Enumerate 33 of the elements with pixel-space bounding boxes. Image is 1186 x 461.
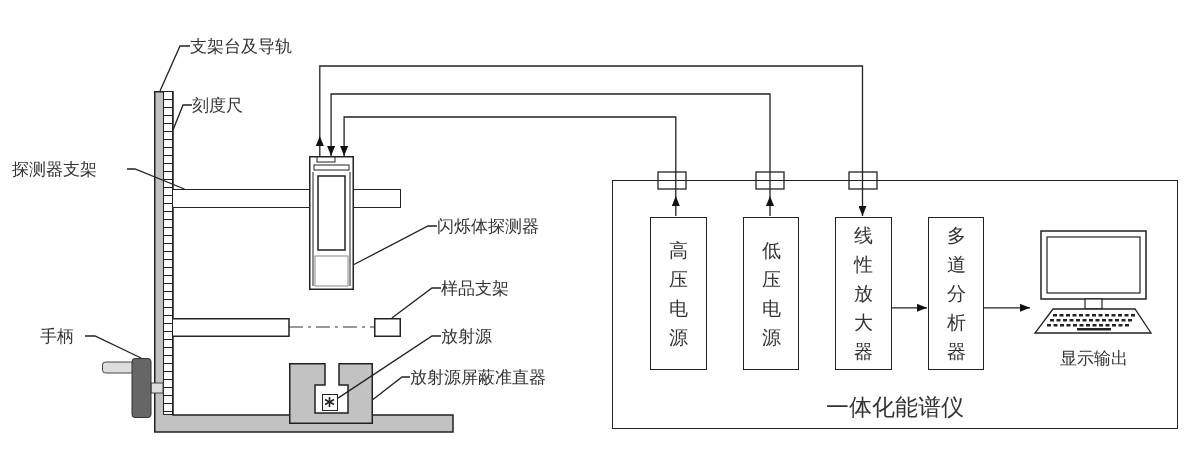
leader-line (84, 335, 142, 359)
module-box: 低压电源 (743, 217, 799, 370)
instrument-frame (612, 180, 1178, 429)
cable-arrow (327, 93, 774, 217)
leader-line (172, 104, 193, 131)
arrow (982, 303, 1031, 312)
output-label: 显示输出 (1059, 347, 1128, 370)
handle-drawing (102, 358, 163, 418)
part-label: 闪烁体探测器 (437, 214, 552, 238)
part-label: 放射源 (441, 324, 501, 348)
module-box: 线性放大器 (835, 217, 892, 370)
part-label: 刻度尺 (192, 93, 252, 117)
part-label: 支架台及导轨 (190, 34, 300, 58)
sample-holder-drawing (173, 318, 401, 337)
part-label: 放射源屏蔽准直器 (410, 365, 560, 389)
radiation-source (322, 394, 338, 411)
leader-line (391, 287, 442, 319)
scale-ruler (163, 91, 173, 415)
arrow (890, 303, 928, 312)
part-label: 探测器支架 (12, 157, 127, 181)
module-box: 高压电源 (650, 217, 707, 370)
instrument-title: 一体化能谱仪 (826, 393, 964, 422)
leader-line (337, 335, 442, 399)
cable-arrow (315, 65, 867, 217)
leader-line (372, 376, 411, 401)
part-label: 样品支架 (441, 276, 521, 300)
cable-arrow (340, 116, 680, 217)
collimator-drawing (289, 363, 373, 424)
module-box: 多道分析器 (928, 217, 984, 370)
leader-line (353, 225, 438, 266)
part-label: 手柄 (40, 324, 85, 348)
detector-drawing (309, 156, 354, 290)
leader-line (159, 45, 191, 92)
